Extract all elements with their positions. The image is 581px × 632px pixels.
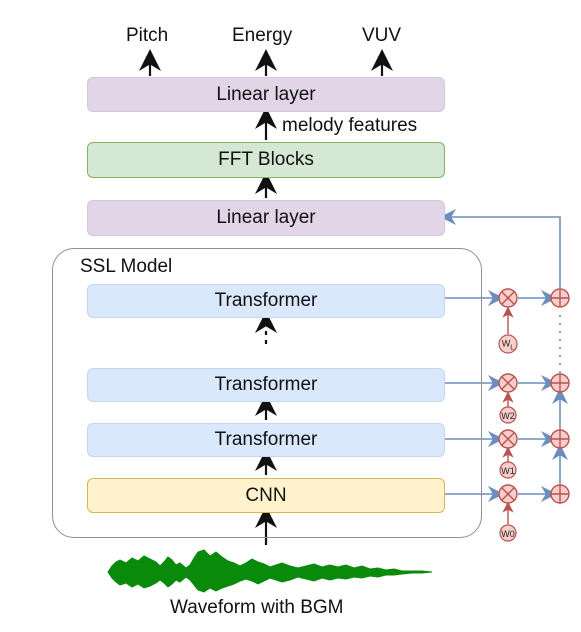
ssl-model-container — [52, 248, 482, 538]
linear-layer-top: Linear layer — [87, 77, 445, 112]
weight-1-circle — [499, 461, 517, 479]
weight-L-circle — [498, 334, 518, 354]
melody-features-label: melody features — [282, 115, 418, 136]
output-vuv-label: VUV — [362, 25, 402, 46]
fft-blocks: FFT Blocks — [87, 142, 445, 178]
weight-2-label: W2 — [501, 411, 515, 421]
weight-1-label: W1 — [501, 466, 515, 476]
waveform-label: Waveform with BGM — [170, 597, 344, 618]
linear-layer-bottom: Linear layer — [87, 200, 445, 236]
add-node-2 — [550, 373, 570, 393]
weight-L-label: WL — [501, 338, 515, 352]
multiply-node-L — [498, 288, 518, 308]
multiply-node-1 — [498, 429, 518, 449]
add-node-0 — [550, 484, 570, 504]
add-node-L — [550, 288, 570, 308]
waveform-shape — [107, 549, 433, 593]
multiply-node-0 — [498, 484, 518, 504]
cnn-block: CNN — [87, 478, 445, 513]
output-energy-label: Energy — [232, 25, 293, 46]
add-node-1 — [550, 429, 570, 449]
multiply-node-2 — [498, 373, 518, 393]
weight-2-circle — [499, 406, 517, 424]
weight-0-label: W0 — [501, 529, 515, 539]
transformer-layer-1: Transformer — [87, 423, 445, 457]
transformer-layer-2: Transformer — [87, 368, 445, 402]
transformer-layer-L: Transformer — [87, 284, 445, 318]
ssl-model-label: SSL Model — [80, 256, 173, 277]
weight-0-circle — [499, 524, 517, 542]
sum-to-linear-layer — [440, 209, 561, 288]
output-pitch-label: Pitch — [126, 25, 169, 46]
